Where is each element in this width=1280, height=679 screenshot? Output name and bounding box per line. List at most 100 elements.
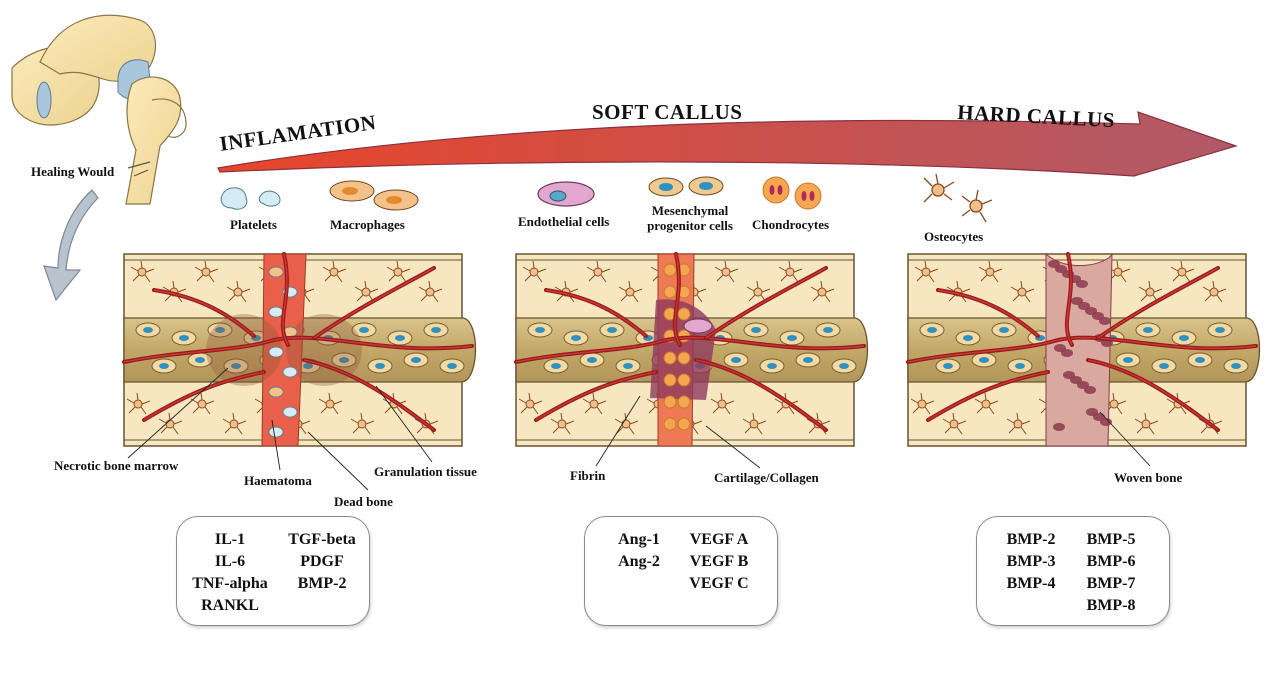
marrow-cell bbox=[1135, 322, 1161, 338]
osteocyte-cell bbox=[1138, 280, 1163, 303]
soft-factors-col2: VEGF A VEGF B VEGF C bbox=[679, 529, 759, 595]
osteocytes-icon bbox=[923, 173, 993, 223]
factor-item: VEGF A bbox=[689, 531, 749, 548]
label-mesenchymal-cells: Mesenchymal progenitor cells bbox=[640, 203, 740, 233]
osteocyte-cell bbox=[586, 260, 611, 283]
marrow-cell bbox=[795, 352, 821, 368]
factor-item: PDGF bbox=[300, 553, 344, 570]
osteocyte-cell bbox=[810, 280, 835, 303]
marrow-cell bbox=[207, 322, 233, 338]
soft-callus-bone-panel bbox=[514, 252, 869, 447]
factor-item: BMP-5 bbox=[1086, 531, 1136, 548]
marrow-cell bbox=[1187, 352, 1213, 368]
factor-item: VEGF C bbox=[689, 575, 749, 592]
marrow-cell bbox=[439, 358, 465, 374]
marrow-cell bbox=[743, 322, 769, 338]
marrow-cell bbox=[1171, 330, 1197, 346]
marrow-cell bbox=[563, 330, 589, 346]
marrow-cell bbox=[991, 322, 1017, 338]
label-chondrocytes: Chondrocytes bbox=[752, 217, 830, 232]
osteocyte-cell bbox=[746, 280, 771, 303]
leader-lines bbox=[127, 367, 1151, 491]
osteocyte-cell bbox=[318, 392, 343, 415]
factor-item: BMP-7 bbox=[1086, 575, 1136, 592]
factor-item: BMP-8 bbox=[1086, 597, 1136, 614]
osteocyte-cell bbox=[350, 412, 375, 435]
marrow-cell bbox=[599, 322, 625, 338]
label-endothelial-cells: Endothelial cells bbox=[518, 214, 610, 229]
osteocyte-cell bbox=[1106, 260, 1131, 283]
osteocyte-cell bbox=[222, 412, 247, 435]
osteocyte-cell bbox=[226, 280, 251, 303]
osteocyte-cell bbox=[194, 260, 219, 283]
marrow-cell bbox=[543, 358, 569, 374]
osteocyte-cell bbox=[974, 392, 999, 415]
osteocyte-cell bbox=[418, 280, 443, 303]
inflamation-bone-panel bbox=[122, 252, 477, 447]
factor-item: BMP-2 bbox=[1006, 531, 1056, 548]
marrow-cell bbox=[615, 358, 641, 374]
marrow-cell bbox=[1151, 358, 1177, 374]
factor-item: Ang-2 bbox=[618, 553, 660, 570]
osteocyte-cell bbox=[522, 260, 547, 283]
marrow-cell bbox=[527, 322, 553, 338]
osteocyte-cell bbox=[710, 392, 735, 415]
osteocyte-cell bbox=[618, 280, 643, 303]
marrow-cell bbox=[387, 330, 413, 346]
osteocyte-cell bbox=[190, 392, 215, 415]
marrow-cell bbox=[919, 322, 945, 338]
osteocyte-cell bbox=[126, 392, 151, 415]
marrow-cell bbox=[579, 352, 605, 368]
macrophages-icon bbox=[329, 180, 419, 211]
label-cartilage-collagen: Cartilage/Collagen bbox=[714, 470, 819, 485]
label-haematoma: Haematoma bbox=[244, 473, 312, 488]
marrow-cell bbox=[1223, 358, 1249, 374]
soft-callus-factors-box: Ang-1 Ang-2 VEGF A VEGF B VEGF C bbox=[584, 516, 778, 626]
label-macrophages: Macrophages bbox=[330, 217, 405, 232]
label-necrotic-bone-marrow: Necrotic bone marrow bbox=[54, 458, 179, 473]
stage-title-soft-callus: SOFT CALLUS bbox=[592, 100, 743, 124]
osteocyte-cell bbox=[582, 392, 607, 415]
hip-joint-illustration bbox=[11, 14, 187, 205]
label-granulation-tissue: Granulation tissue bbox=[374, 464, 477, 479]
hard-factors-col2: BMP-5 BMP-6 BMP-7 BMP-8 bbox=[1071, 529, 1151, 617]
osteocyte-cell bbox=[910, 392, 935, 415]
factor-item: Ang-1 bbox=[618, 531, 660, 548]
hard-callus-bone-panel bbox=[906, 252, 1261, 447]
marrow-cell bbox=[1007, 358, 1033, 374]
grey-down-arrow bbox=[43, 189, 99, 302]
marrow-cell bbox=[351, 322, 377, 338]
marrow-cell bbox=[955, 330, 981, 346]
label-mesenchymal-line1: Mesenchymal bbox=[651, 203, 729, 218]
label-dead-bone: Dead bone bbox=[334, 494, 393, 509]
osteocyte-cell bbox=[1170, 260, 1195, 283]
platelets-icon bbox=[220, 187, 281, 210]
inflamation-factors-col1: IL-1 IL-6 TNF-alpha RANKL bbox=[185, 529, 275, 617]
osteocyte-cell bbox=[778, 260, 803, 283]
osteocyte-cell bbox=[714, 260, 739, 283]
marrow-cell bbox=[1207, 322, 1233, 338]
label-woven-bone: Woven bone bbox=[1114, 470, 1183, 485]
chondrocytes-icon bbox=[762, 176, 822, 210]
factor-item: BMP-6 bbox=[1086, 553, 1136, 570]
osteocyte-cell bbox=[386, 260, 411, 283]
factor-item: IL-6 bbox=[214, 553, 246, 570]
marrow-cell bbox=[831, 358, 857, 374]
osteocyte-cell bbox=[322, 260, 347, 283]
osteocyte-cell bbox=[518, 392, 543, 415]
label-fibrin: Fibrin bbox=[570, 468, 606, 483]
osteocyte-cell bbox=[742, 412, 767, 435]
factor-item: IL-1 bbox=[214, 531, 246, 548]
marrow-cell bbox=[935, 358, 961, 374]
marrow-cell bbox=[151, 358, 177, 374]
label-osteocytes: Osteocytes bbox=[924, 229, 984, 244]
marrow-cell bbox=[971, 352, 997, 368]
marrow-cell bbox=[135, 322, 161, 338]
osteocyte-cell bbox=[1202, 280, 1227, 303]
osteocyte-cell bbox=[1006, 412, 1031, 435]
hard-factors-col1: BMP-2 BMP-3 BMP-4 bbox=[991, 529, 1071, 595]
inflamation-factors-col2: TGF-beta PDGF BMP-2 bbox=[277, 529, 367, 595]
marrow-cell bbox=[1115, 352, 1141, 368]
